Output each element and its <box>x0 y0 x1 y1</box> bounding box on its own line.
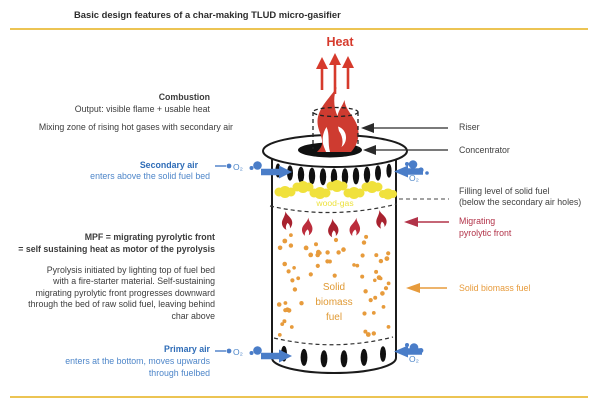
primary-air-heading: Primary air <box>164 344 210 354</box>
migrating-front-arrow <box>404 217 449 227</box>
page-title: Basic design features of a char-making T… <box>74 9 341 20</box>
filling-level-label: Filling level of solid fuel (below the s… <box>459 185 582 208</box>
pyrolysis-description: Pyrolysis initiated by lighting top of f… <box>28 264 215 321</box>
concentrator-arrow <box>363 145 448 155</box>
filling-level-dashed-line <box>269 203 398 214</box>
o2-label-primary-right: O₂ <box>409 354 419 364</box>
char-level-dashed-line <box>273 336 394 346</box>
mixing-zone-text: Mixing zone of rising hot gases with sec… <box>38 122 233 132</box>
top-divider <box>10 28 588 30</box>
secondary-air-heading: Secondary air <box>139 159 198 170</box>
riser-arrow <box>361 123 448 133</box>
o2-label-primary-left: O₂ <box>233 347 243 357</box>
o2-label-secondary-right: O₂ <box>409 173 419 183</box>
primary-air-flow-left <box>215 346 292 363</box>
secondary-air-flow-right <box>394 160 429 178</box>
wood-gas-label: wood-gas <box>316 198 354 208</box>
concentrator-label: Concentrator <box>459 144 510 155</box>
flame-icon <box>317 87 359 152</box>
o2-label-secondary-left: O₂ <box>233 162 243 172</box>
bottom-divider <box>10 396 588 398</box>
solid-biomass-fuel-label: Solid biomass fuel <box>459 282 531 293</box>
biomass-fuel-arrow <box>406 283 447 293</box>
biomass-dots <box>276 233 391 337</box>
mpf-heading: MPF = migrating pyrolytic front = self s… <box>18 232 215 254</box>
riser-dashed-outline <box>312 106 359 149</box>
primary-air-flow-right <box>394 343 424 358</box>
heat-arrows <box>316 53 354 94</box>
secondary-air-flow-left <box>215 161 292 179</box>
secondary-air-description: enters above the solid fuel bed <box>90 171 210 181</box>
cylinder-body <box>271 150 397 374</box>
heat-label: Heat <box>326 35 354 49</box>
migrating-front-label: Migrating pyrolytic front <box>459 216 512 238</box>
primary-air-description: enters at the bottom, moves upwards thro… <box>65 356 210 378</box>
combustion-heading: Combustion <box>158 92 210 102</box>
riser-label: Riser <box>459 122 480 132</box>
combustion-output-text: Output: visible flame + usable heat <box>74 103 210 114</box>
fuel-inner-label: Solid biomass fuel <box>315 282 353 323</box>
wood-gas-clouds <box>274 180 397 200</box>
